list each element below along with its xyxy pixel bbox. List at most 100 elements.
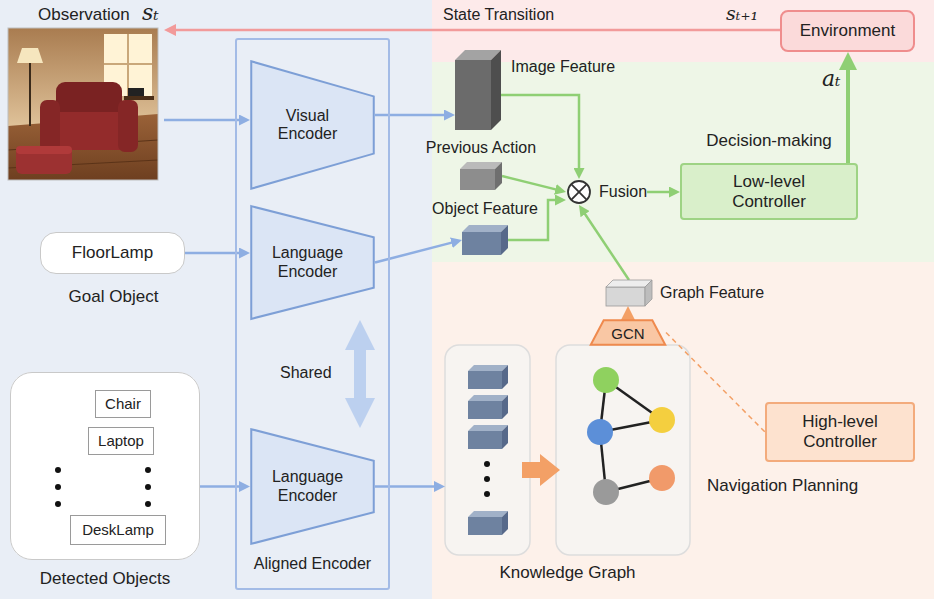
feature-stack: [502, 425, 508, 449]
feature-stack: [468, 517, 502, 535]
observation-image: [128, 88, 144, 96]
gcn-trapezoid: GCN: [590, 320, 666, 345]
controller-box: High-level ControllerNavigation Planning: [765, 402, 915, 462]
node-title: Observation: [38, 5, 130, 25]
encoder-trapezoid: Language Encoder: [250, 428, 375, 545]
edge-label: Shared: [280, 364, 332, 382]
connector: [625, 314, 632, 320]
cube-shape: [462, 225, 508, 255]
fusion-node: Fusion: [566, 179, 647, 205]
graph-illustration: [587, 367, 675, 505]
observation-image: [29, 62, 31, 126]
knowledge-graph-art: [522, 454, 560, 486]
environment-box: Environment: [780, 10, 915, 52]
graph-illustration: [587, 419, 613, 445]
box-label: High-level Controller: [784, 412, 896, 451]
feature-stack: [484, 461, 490, 467]
graph-illustration: [649, 465, 675, 491]
connector: [502, 176, 560, 190]
object-tag: DeskLamp: [70, 515, 166, 545]
feature-stack: [468, 365, 508, 371]
feature-stack: [484, 476, 490, 482]
objects-panel-fill: [145, 501, 151, 507]
feature-cube: Graph Feature: [606, 280, 652, 306]
feature-stack: [468, 401, 502, 419]
object-label: DeskLamp: [82, 521, 154, 538]
panel-title: Aligned Encoder: [237, 555, 388, 573]
state-symbol: sₜ₊₁: [726, 3, 758, 25]
objects-panel-fill: [145, 467, 151, 473]
box-caption: Knowledge Graph: [445, 563, 690, 583]
objects-panel-fill: [55, 484, 61, 490]
knowledge-graph-art: [556, 345, 690, 555]
observation-frame: Observation sₜ: [8, 2, 164, 182]
feature-cube: Image Feature: [455, 50, 501, 130]
encoder-trapezoid: Language Encoder: [250, 205, 375, 320]
feature-stack: [502, 511, 508, 535]
connector: [171, 29, 780, 32]
feature-label: Object Feature: [402, 200, 568, 218]
feature-stack: [468, 425, 508, 431]
feature-stack: [468, 371, 502, 389]
connector: [846, 63, 850, 163]
connector: [375, 485, 438, 488]
connector: [164, 119, 243, 122]
edge-label: State Transition: [440, 6, 557, 24]
connector: [583, 210, 629, 280]
observation-image: [8, 28, 158, 180]
region-heading: Navigation Planning: [707, 476, 858, 496]
knowledge-graph-art: [445, 345, 530, 555]
planning-region: [432, 262, 934, 599]
feature-stack: [502, 395, 508, 419]
feature-label: Image Feature: [511, 58, 615, 76]
encoder-region: [0, 0, 432, 599]
connector: [375, 114, 448, 117]
observation-image: [16, 146, 72, 174]
observation-image: [118, 100, 138, 152]
feature-stack: [468, 431, 502, 449]
connector: [501, 95, 579, 172]
objects-panel-fill: [145, 484, 151, 490]
encoder-panel: Aligned Encoder Visual EncoderLanguage En…: [235, 38, 390, 590]
feature-cube: Previous Action: [460, 162, 502, 190]
fusion-symbol: [566, 179, 592, 205]
feature-label: Graph Feature: [660, 284, 764, 302]
observation-image: [124, 96, 154, 100]
connector: [666, 333, 765, 433]
goal-label: FloorLamp: [72, 243, 153, 263]
connector: [647, 191, 673, 194]
feature-label: Previous Action: [400, 139, 562, 157]
object-label: Laptop: [98, 432, 144, 449]
observation-image: [8, 28, 158, 180]
cube-shape: [460, 162, 502, 190]
objects-panel-fill: [55, 467, 61, 473]
state-symbol: sₜ: [142, 0, 159, 25]
observation-image: [8, 28, 158, 180]
encoder-label: Language Encoder: [266, 244, 350, 281]
box-caption: Goal Object: [21, 287, 206, 307]
connector: [354, 338, 366, 410]
region-heading: Decision-making: [682, 131, 856, 151]
gcn-label: GCN: [611, 325, 644, 342]
objects-panel-fill: [10, 372, 200, 560]
observation-image: [104, 63, 152, 65]
fusion-label: Fusion: [599, 183, 647, 201]
goal-box: FloorLampGoal Object: [40, 232, 185, 274]
objects-panel: Detected ObjectsChairLaptopDeskLamp: [10, 372, 200, 560]
cube-shape: [606, 280, 652, 306]
observation-image: [16, 146, 72, 154]
connectors: [164, 30, 848, 487]
cube-shape: [455, 50, 501, 130]
box-caption: Detected Objects: [11, 569, 199, 589]
encoder-label: Visual Encoder: [266, 107, 350, 144]
knowledge-graph-art: [445, 345, 690, 555]
feature-cube: Object Feature: [462, 225, 508, 255]
feature-stack: [484, 491, 490, 497]
knowledge-graph-region: Knowledge Graph: [445, 345, 690, 555]
objects-panel-fill: [55, 501, 61, 507]
graph-illustration: [593, 367, 619, 393]
feature-stack: [502, 365, 508, 389]
